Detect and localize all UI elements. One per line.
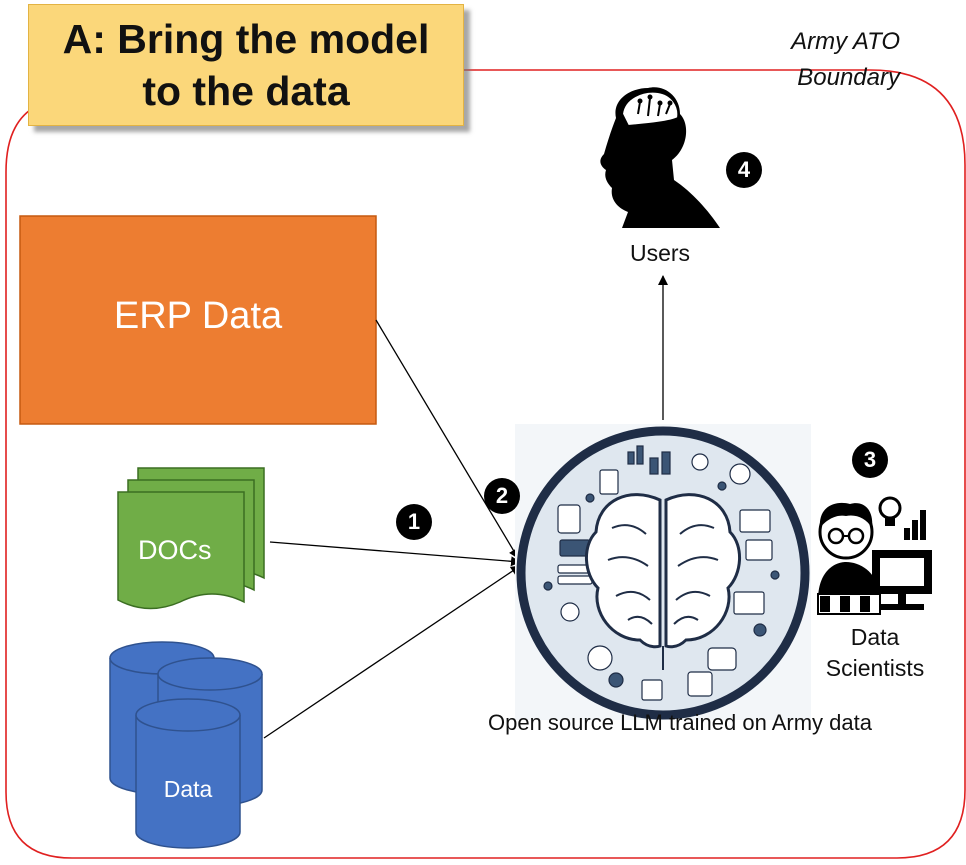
ato-boundary-label: Army ATO Boundary [791,28,900,91]
diagram-title: A: Bring the model to the data [62,16,430,114]
data-label: Data [163,776,213,802]
data-cylinders [109,641,263,849]
docs-to-llm-arrow [269,541,521,567]
users-head-icon [600,87,720,229]
users-label: Users [629,240,691,266]
step-2-badge: 2 [484,478,520,514]
step-4-badge: 4 [726,152,762,188]
step-3-badge: 3 [852,442,888,478]
title-banner: A: Bring the model to the data [28,4,464,126]
docs-label: DOCs [138,535,212,565]
erp-data-label: ERP Data [113,295,283,337]
docs-stack [117,467,265,610]
erp-to-llm-arrow [375,319,519,559]
data-scientists-label: Data Scientists [825,624,925,681]
llm-label: Open source LLM trained on Army data [488,710,872,735]
data-to-llm-arrow [263,565,521,739]
step-1-badge: 1 [396,504,432,540]
ato-boundary [5,69,966,859]
llm-brain-icon [515,424,811,720]
erp-data-block [19,215,377,425]
data-scientist-icon [817,496,932,615]
